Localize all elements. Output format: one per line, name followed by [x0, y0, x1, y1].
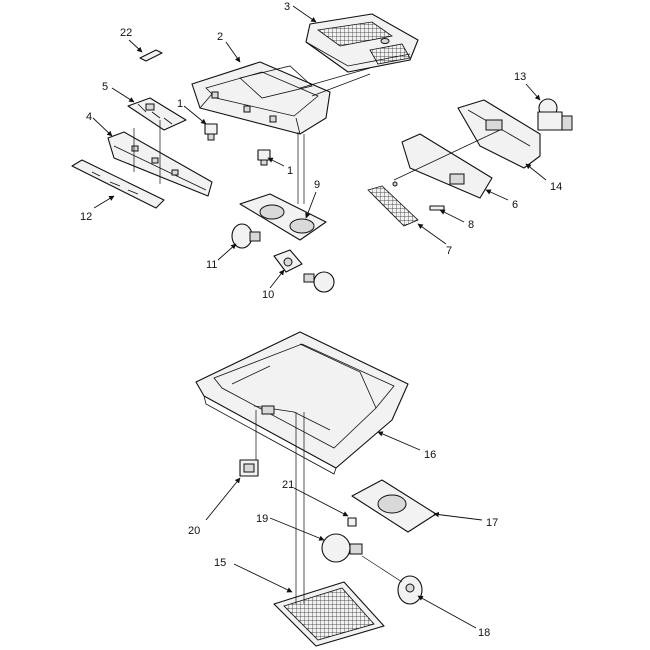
callout-17: 17	[486, 517, 498, 529]
part-2-housing-frame	[191, 61, 331, 135]
part-20-switch	[239, 459, 259, 477]
callout-12: 12	[80, 211, 92, 223]
part-7-drip-grille	[367, 185, 419, 227]
callout-2: 2	[217, 31, 223, 43]
callout-22: 22	[120, 27, 132, 39]
callout-14: 14	[550, 181, 562, 193]
callout-11: 11	[206, 259, 217, 271]
callout-6: 6	[512, 199, 518, 211]
callout-10: 10	[262, 289, 274, 301]
part-21-screw	[347, 517, 357, 527]
part-14-chute-housing	[457, 99, 541, 169]
callout-5: 5	[102, 81, 108, 93]
callout-7: 7	[446, 245, 452, 257]
leader-arrows	[92, 5, 547, 629]
part-5-switch-bracket	[127, 97, 187, 131]
callout-21: 21	[282, 479, 294, 491]
callout-19: 19	[256, 513, 268, 525]
part-1-switch-lower	[257, 149, 271, 166]
callout-16: 16	[424, 449, 436, 461]
part-18-socket	[397, 575, 423, 605]
part-13-motor	[537, 98, 573, 131]
callout-9: 9	[314, 179, 320, 191]
part-11-bulb	[231, 223, 261, 249]
callout-1-upper: 1	[177, 98, 183, 110]
callout-1-lower: 1	[287, 165, 293, 177]
callout-18: 18	[478, 627, 490, 639]
part-1-switch-upper	[204, 123, 218, 141]
part-3-grille-cover	[305, 13, 419, 73]
part-9-lamp-housing	[239, 193, 327, 241]
callout-20: 20	[188, 525, 200, 537]
part-22-clip	[139, 49, 163, 62]
part-10-socket	[273, 249, 335, 293]
callout-4: 4	[86, 111, 92, 123]
part-16-lower-housing	[195, 331, 409, 475]
part-19-bulb	[321, 533, 363, 563]
part-15-drip-tray	[273, 581, 385, 647]
callout-15: 15	[214, 557, 226, 569]
callout-3: 3	[284, 1, 290, 13]
part-6-dispenser-face	[392, 133, 493, 199]
assembly-lines	[133, 67, 501, 604]
callout-13: 13	[514, 71, 526, 83]
part-8-pin	[429, 205, 445, 211]
part-17-lamp-cover	[351, 479, 437, 533]
part-12-label-strip	[71, 159, 165, 209]
callout-labels: 22 2 3 5 1 4 1 9 12 11 10 13 14 6 8 7 16…	[80, 1, 562, 639]
callout-8: 8	[468, 219, 474, 231]
